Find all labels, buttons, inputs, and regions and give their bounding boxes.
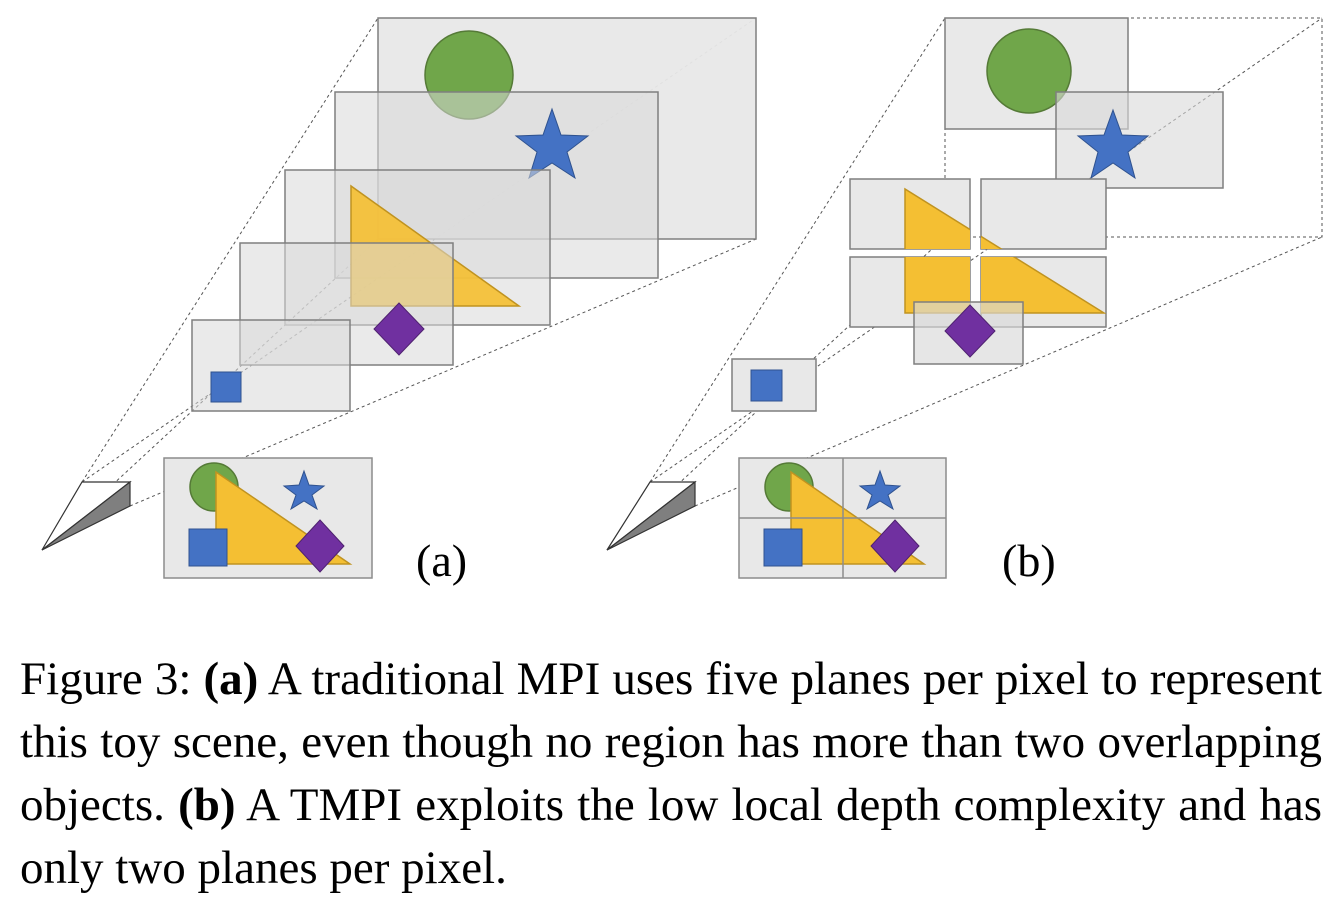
square-shape [210,371,242,403]
camera-icon [606,480,697,551]
circle-shape [986,28,1072,114]
diamond-shape [944,304,996,358]
tile-b-top-right [980,178,1107,250]
caption-prefix: Figure 3: [20,653,204,705]
rendered-image-a [163,457,373,579]
panel-a-label: (a) [416,535,468,586]
camera-icon [41,480,132,551]
panel-b-label: (b) [1002,535,1056,586]
panel-a [41,17,757,579]
star-shape [514,107,590,180]
square-shape [750,369,783,402]
caption-b-marker: (b) [178,779,236,831]
star-shape [1076,108,1150,180]
figure-caption: Figure 3: (a) A traditional MPI uses fiv… [20,648,1322,900]
panel-b [606,17,1323,579]
diamond-shape [373,302,425,356]
caption-b-text: A TMPI exploits the low local depth comp… [20,779,1322,894]
triangle-shape [904,187,1106,314]
rendered-image-b [738,457,947,579]
caption-a-text: A traditional MPI uses five planes per p… [20,653,1322,831]
caption-a-marker: (a) [203,653,259,705]
figure-illustration [41,17,1323,579]
